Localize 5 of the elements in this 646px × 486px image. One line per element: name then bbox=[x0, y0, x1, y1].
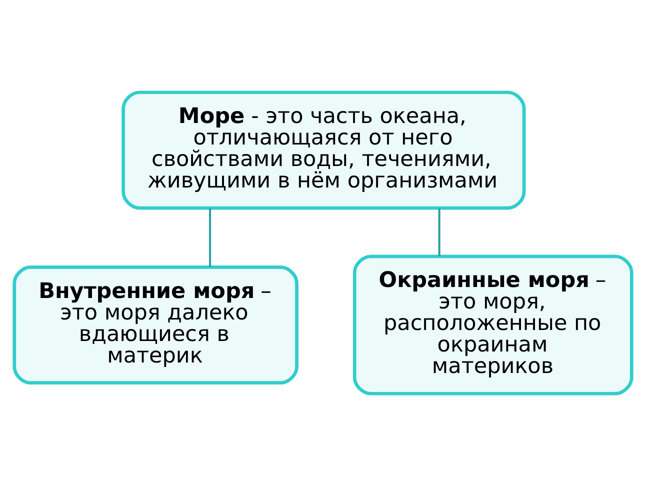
node-box: Внутренние моря – это моря далеко вдающиеся в материк bbox=[12, 266, 298, 385]
connector bbox=[209, 208, 212, 268]
node-box: Море - это часть океана, отличающаяся от него свойствами воды, течениями, живущими в нём организмами bbox=[122, 90, 526, 210]
node-box: Окраинные моря – это моря, расположенные по окраинам материков bbox=[352, 254, 634, 396]
connector bbox=[438, 208, 440, 256]
